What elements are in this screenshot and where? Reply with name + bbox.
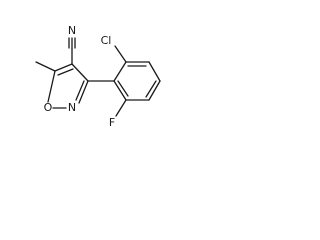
bond-c-f (115, 99, 127, 117)
bond-c4-c3 (71, 63, 89, 82)
bond-c3-n2 (78, 80, 89, 104)
ring-oxygen-label: O (44, 101, 53, 114)
chlorine-label: Cl (101, 34, 112, 47)
bond-c3-n2-double (75, 80, 85, 101)
bond-ph-1 (113, 61, 127, 82)
bond-c4-c5 (54, 63, 73, 72)
bond-ph-6-double (117, 80, 129, 97)
fluorine-label: F (109, 116, 115, 129)
bond-c4-c5-double (57, 68, 74, 76)
bond-o1-c5 (47, 70, 56, 103)
bond-ph-4 (148, 80, 161, 101)
bond-methyl (35, 61, 56, 72)
molecule-structure: N O N Cl F (35, 24, 161, 129)
bond-c-cl (114, 45, 127, 63)
isoxazole-ring (47, 63, 89, 109)
ring-nitrogen-label: N (68, 101, 76, 114)
phenyl-ring (113, 61, 161, 101)
bond-ph-4-double (145, 80, 157, 98)
nitrile-nitrogen-label: N (68, 24, 76, 37)
nitrile-group (68, 37, 76, 65)
bond-ph-6 (113, 80, 127, 101)
bond-ph-3 (148, 61, 161, 82)
